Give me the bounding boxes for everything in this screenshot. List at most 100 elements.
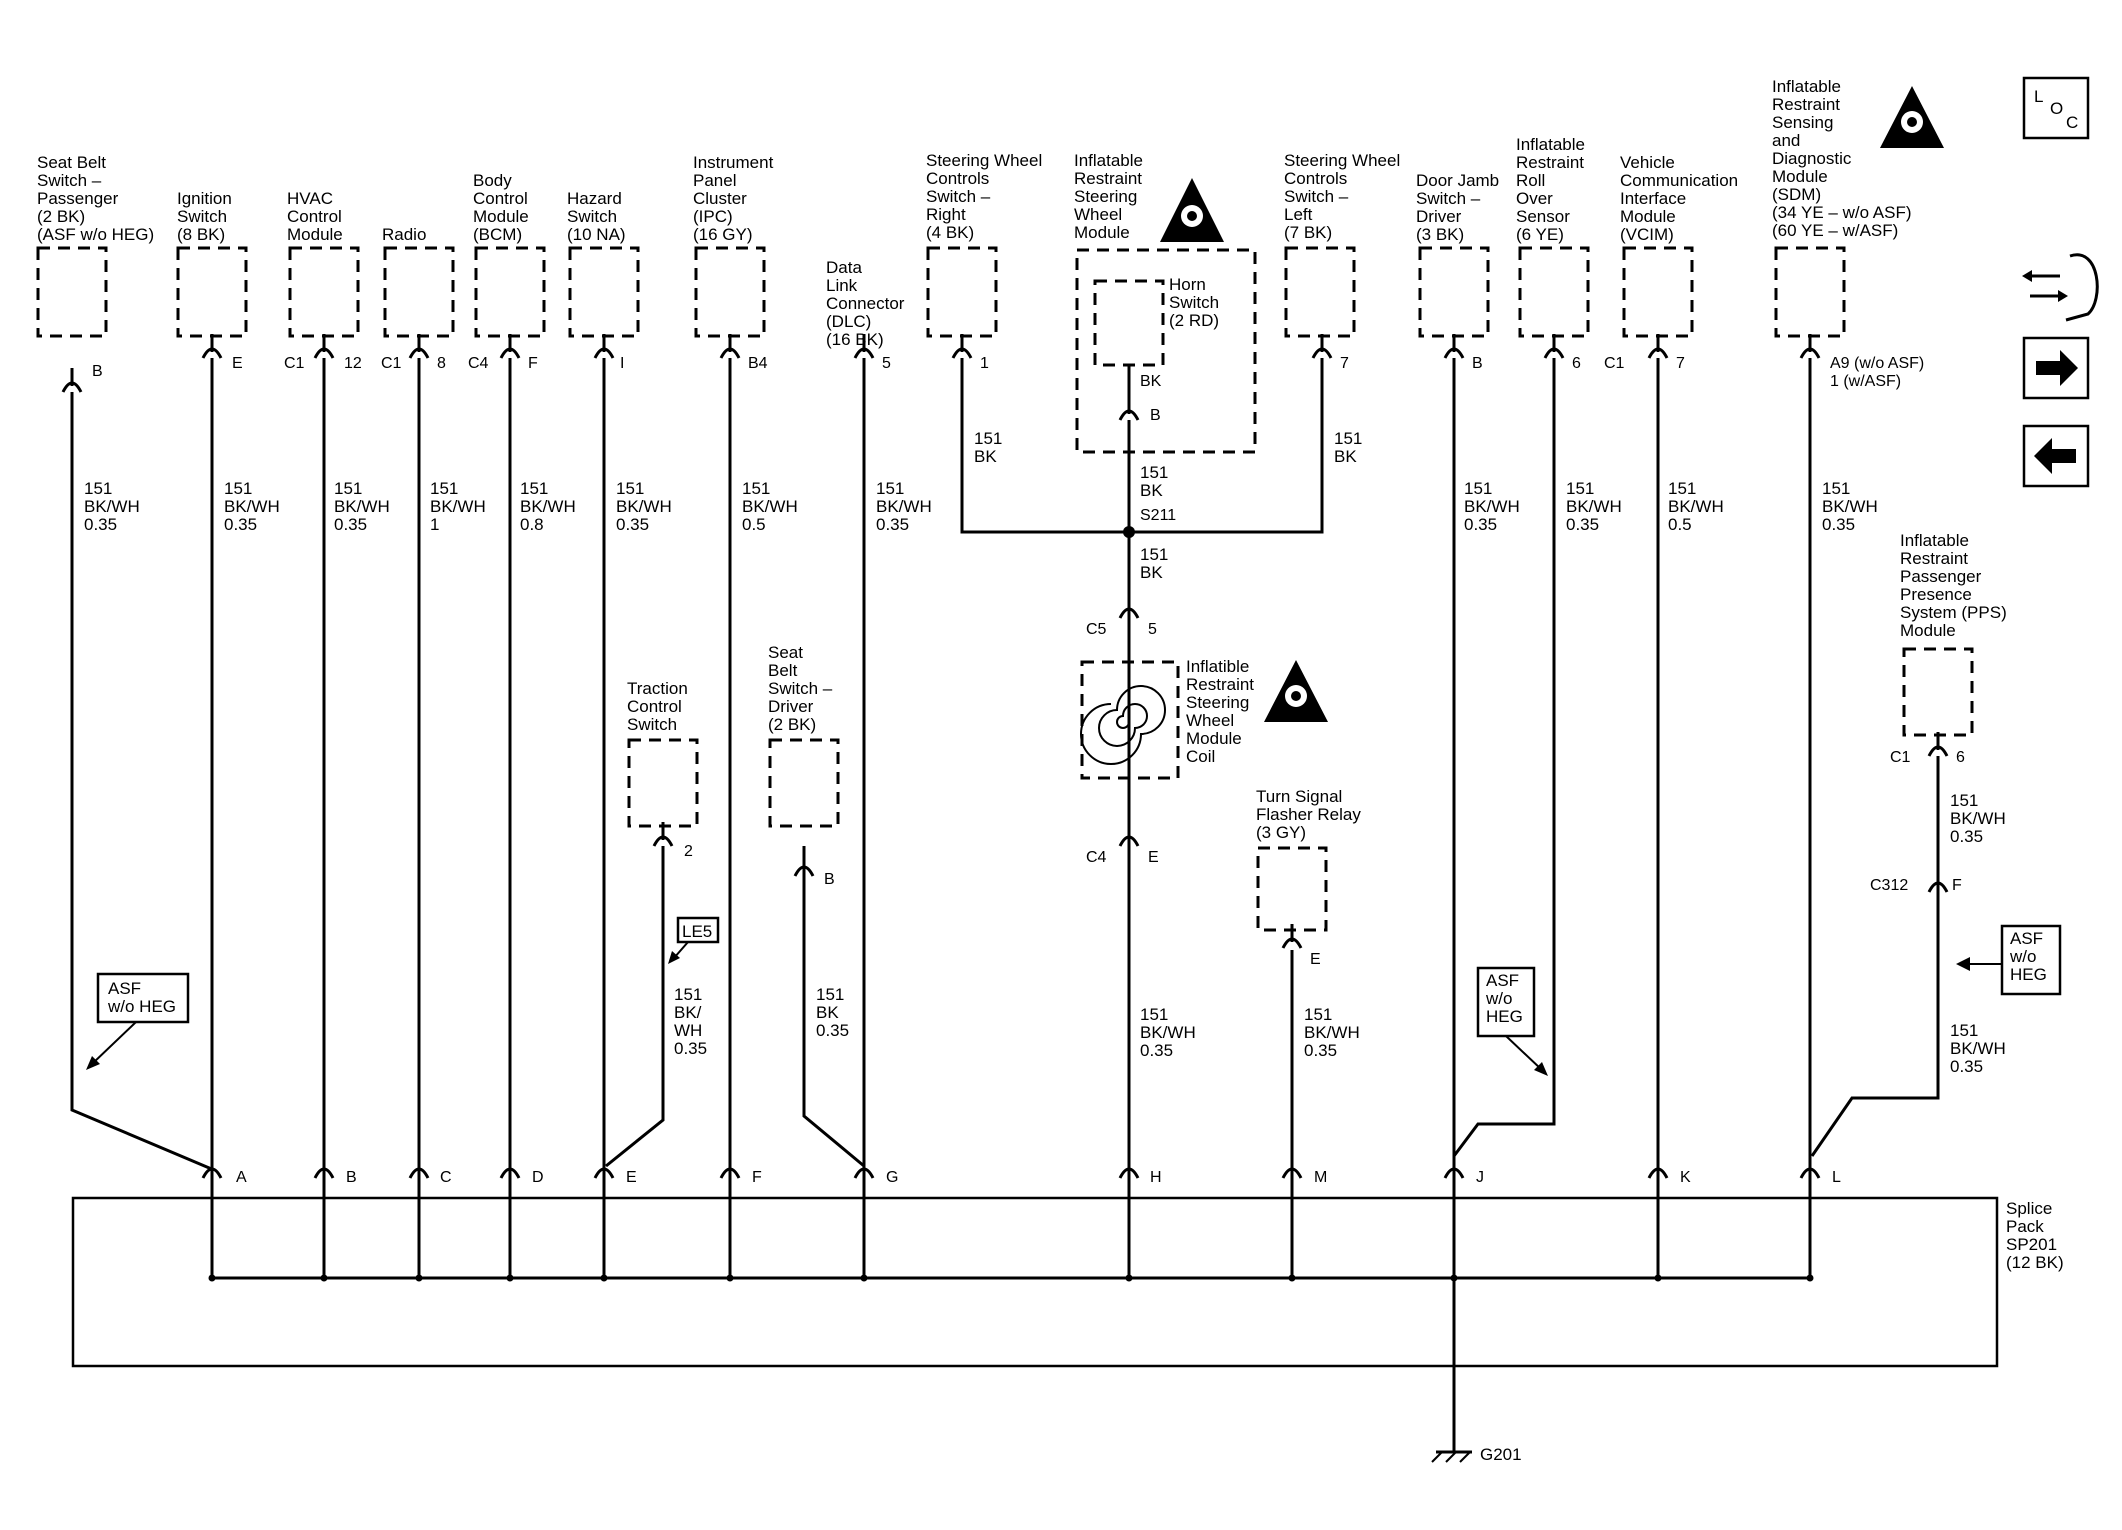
svg-text:7: 7 xyxy=(1676,355,1685,372)
svg-text:8: 8 xyxy=(437,355,446,372)
label-ground: G201 xyxy=(1480,1445,1522,1464)
airbag-warning-icon xyxy=(1160,178,1224,242)
label-radio: Radio xyxy=(382,225,426,244)
svg-text:C: C xyxy=(2066,113,2078,132)
svg-text:F: F xyxy=(1952,877,1962,894)
svg-text:5: 5 xyxy=(1148,621,1157,638)
svg-text:1: 1 xyxy=(980,355,989,372)
connector-info-icon[interactable] xyxy=(2022,253,2099,322)
svg-text:A: A xyxy=(236,1169,247,1186)
svg-text:1 (w/ASF): 1 (w/ASF) xyxy=(1830,373,1901,390)
svg-text:6: 6 xyxy=(1956,749,1965,766)
svg-text:O: O xyxy=(2050,99,2063,118)
svg-text:7: 7 xyxy=(1340,355,1349,372)
svg-text:E: E xyxy=(1310,951,1321,968)
svg-text:E: E xyxy=(1148,849,1159,866)
steering-coil-spiral xyxy=(1080,685,1166,765)
terminals xyxy=(61,334,1949,1179)
splice-s211-label: S211 xyxy=(1140,507,1176,524)
airbag-warning-icon xyxy=(1264,660,1328,722)
svg-text:C1: C1 xyxy=(284,355,305,372)
svg-text:B: B xyxy=(1150,407,1161,424)
svg-text:B: B xyxy=(824,871,835,888)
splice-pack-sp201 xyxy=(71,1196,1999,1368)
svg-text:G: G xyxy=(886,1169,898,1186)
svg-text:C4: C4 xyxy=(1086,849,1107,866)
svg-text:B4: B4 xyxy=(748,355,768,372)
svg-text:A9 (w/o ASF): A9 (w/o ASF) xyxy=(1830,355,1924,372)
svg-text:C: C xyxy=(440,1169,452,1186)
svg-text:E: E xyxy=(626,1169,637,1186)
svg-text:L: L xyxy=(2034,87,2043,106)
option-le5: LE5 xyxy=(668,916,720,964)
next-page-button[interactable] xyxy=(2022,336,2090,400)
location-view-button[interactable]: L O C xyxy=(2022,76,2090,140)
pin-labels: B E C1 12 C1 8 C4 F I B4 5 1 BK B 7 B 6 … xyxy=(92,355,1965,1186)
svg-text:B: B xyxy=(346,1169,357,1186)
svg-text:C1: C1 xyxy=(1890,749,1911,766)
svg-text:D: D xyxy=(532,1169,544,1186)
svg-text:H: H xyxy=(1150,1169,1162,1186)
svg-text:B: B xyxy=(1472,355,1483,372)
svg-text:C1: C1 xyxy=(1604,355,1625,372)
airbag-warning-icon xyxy=(1880,86,1944,148)
wires xyxy=(70,358,1940,1452)
svg-text:J: J xyxy=(1476,1169,1484,1186)
previous-page-button[interactable] xyxy=(2022,424,2090,488)
svg-text:F: F xyxy=(752,1169,762,1186)
svg-text:C5: C5 xyxy=(1086,621,1107,638)
svg-text:F: F xyxy=(528,355,538,372)
svg-text:C312: C312 xyxy=(1870,877,1908,894)
svg-text:12: 12 xyxy=(344,355,362,372)
svg-text:2: 2 xyxy=(684,843,693,860)
svg-text:5: 5 xyxy=(882,355,891,372)
svg-text:LE5: LE5 xyxy=(682,922,712,941)
ground-symbol xyxy=(1431,1450,1472,1463)
svg-text:M: M xyxy=(1314,1169,1327,1186)
svg-text:C4: C4 xyxy=(468,355,489,372)
svg-text:I: I xyxy=(620,355,624,372)
